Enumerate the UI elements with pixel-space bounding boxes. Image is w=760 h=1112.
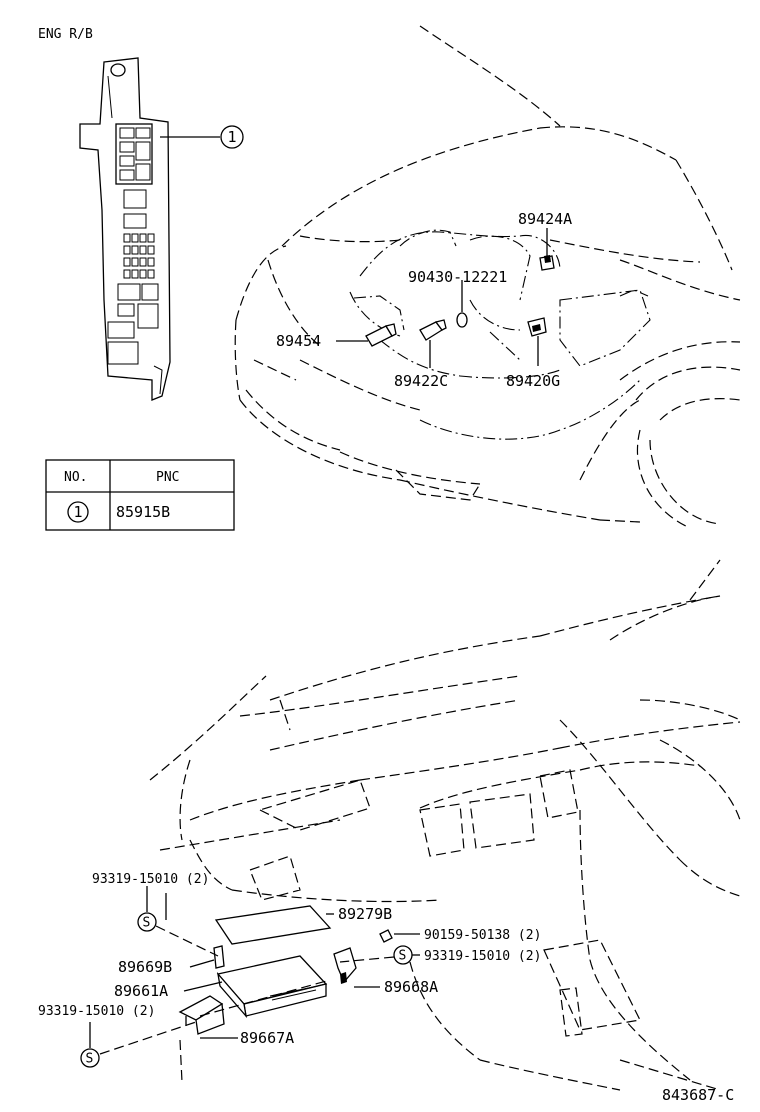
table-row-pnc: 85915B xyxy=(116,503,170,521)
label-89279B: 89279B xyxy=(338,905,392,923)
label-89668A: 89668A xyxy=(384,978,438,996)
bracket-89669B xyxy=(213,945,225,969)
table-row-callout xyxy=(67,501,89,523)
label-89422C: 89422C xyxy=(394,372,448,390)
section-label-eng-rb: ENG R/B xyxy=(38,27,93,42)
label-89454: 89454 xyxy=(276,332,321,350)
ecu-cover-89279B xyxy=(214,905,332,945)
label-93319-15010-right: 93319-15010 (2) xyxy=(424,949,541,964)
table-row-no: 1 xyxy=(74,503,83,521)
label-89661A: 89661A xyxy=(114,982,168,1000)
diagram-code: 843687-C xyxy=(662,1086,734,1104)
engine-bay-drawing xyxy=(234,25,741,529)
callout-1-number: 1 xyxy=(228,128,237,146)
bolt-90159-50138 xyxy=(379,929,393,943)
screw-symbol-left xyxy=(80,1048,100,1068)
gasket-90430-12221 xyxy=(456,312,468,328)
label-93319-15010-top: 93319-15010 (2) xyxy=(92,872,209,887)
pnc-table xyxy=(45,459,235,531)
label-90159-50138: 90159-50138 (2) xyxy=(424,928,541,943)
screw-s-right: S xyxy=(399,949,407,964)
sensor-89420G xyxy=(527,317,547,337)
label-89669B: 89669B xyxy=(118,958,172,976)
table-header-no: NO. xyxy=(64,470,87,485)
sensor-89422C xyxy=(419,319,447,341)
screw-symbol-top xyxy=(137,912,157,932)
label-89667A: 89667A xyxy=(240,1029,294,1047)
table-header-pnc: PNC xyxy=(156,470,179,485)
screw-s-left: S xyxy=(86,1052,94,1067)
label-90430-12221: 90430-12221 xyxy=(408,268,507,286)
screw-s-top: S xyxy=(143,916,151,931)
sensor-89424A xyxy=(539,255,555,271)
label-93319-15010-left: 93319-15010 (2) xyxy=(38,1004,155,1019)
relay-block-drawing xyxy=(79,57,171,401)
label-89424A: 89424A xyxy=(518,210,572,228)
label-89420G: 89420G xyxy=(506,372,560,390)
bracket-89668A xyxy=(333,947,357,984)
ecu-89661A xyxy=(216,955,328,1019)
dashboard-drawing xyxy=(149,559,741,1091)
sensor-89454 xyxy=(365,323,397,347)
